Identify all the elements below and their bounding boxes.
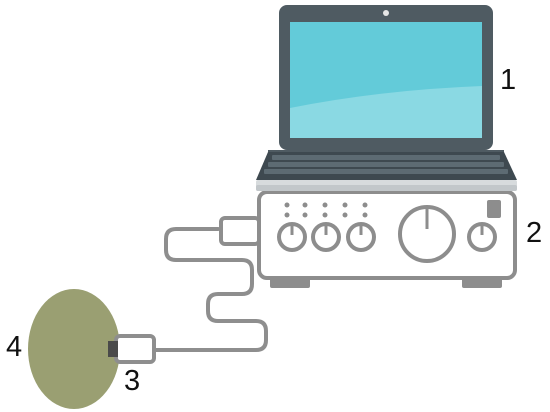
amp-right-knob — [467, 222, 497, 252]
amp-small-knob-1 — [277, 222, 307, 252]
usb-cable-icon — [152, 227, 268, 352]
amplifier-icon — [257, 190, 517, 288]
label-connector: 3 — [124, 365, 141, 397]
laptop-icon — [256, 5, 517, 191]
webcam-icon — [383, 10, 389, 16]
label-disc: 4 — [6, 331, 23, 363]
label-amplifier: 2 — [526, 217, 543, 249]
label-laptop: 1 — [500, 64, 517, 96]
disc-icon — [28, 289, 120, 409]
amp-small-knob-2 — [311, 222, 341, 252]
amp-indicator-dots — [284, 202, 368, 218]
disc-usb-connector — [108, 334, 156, 364]
amp-power-switch — [487, 200, 501, 218]
amp-small-knob-3 — [346, 222, 376, 252]
amp-volume-knob — [398, 205, 456, 263]
